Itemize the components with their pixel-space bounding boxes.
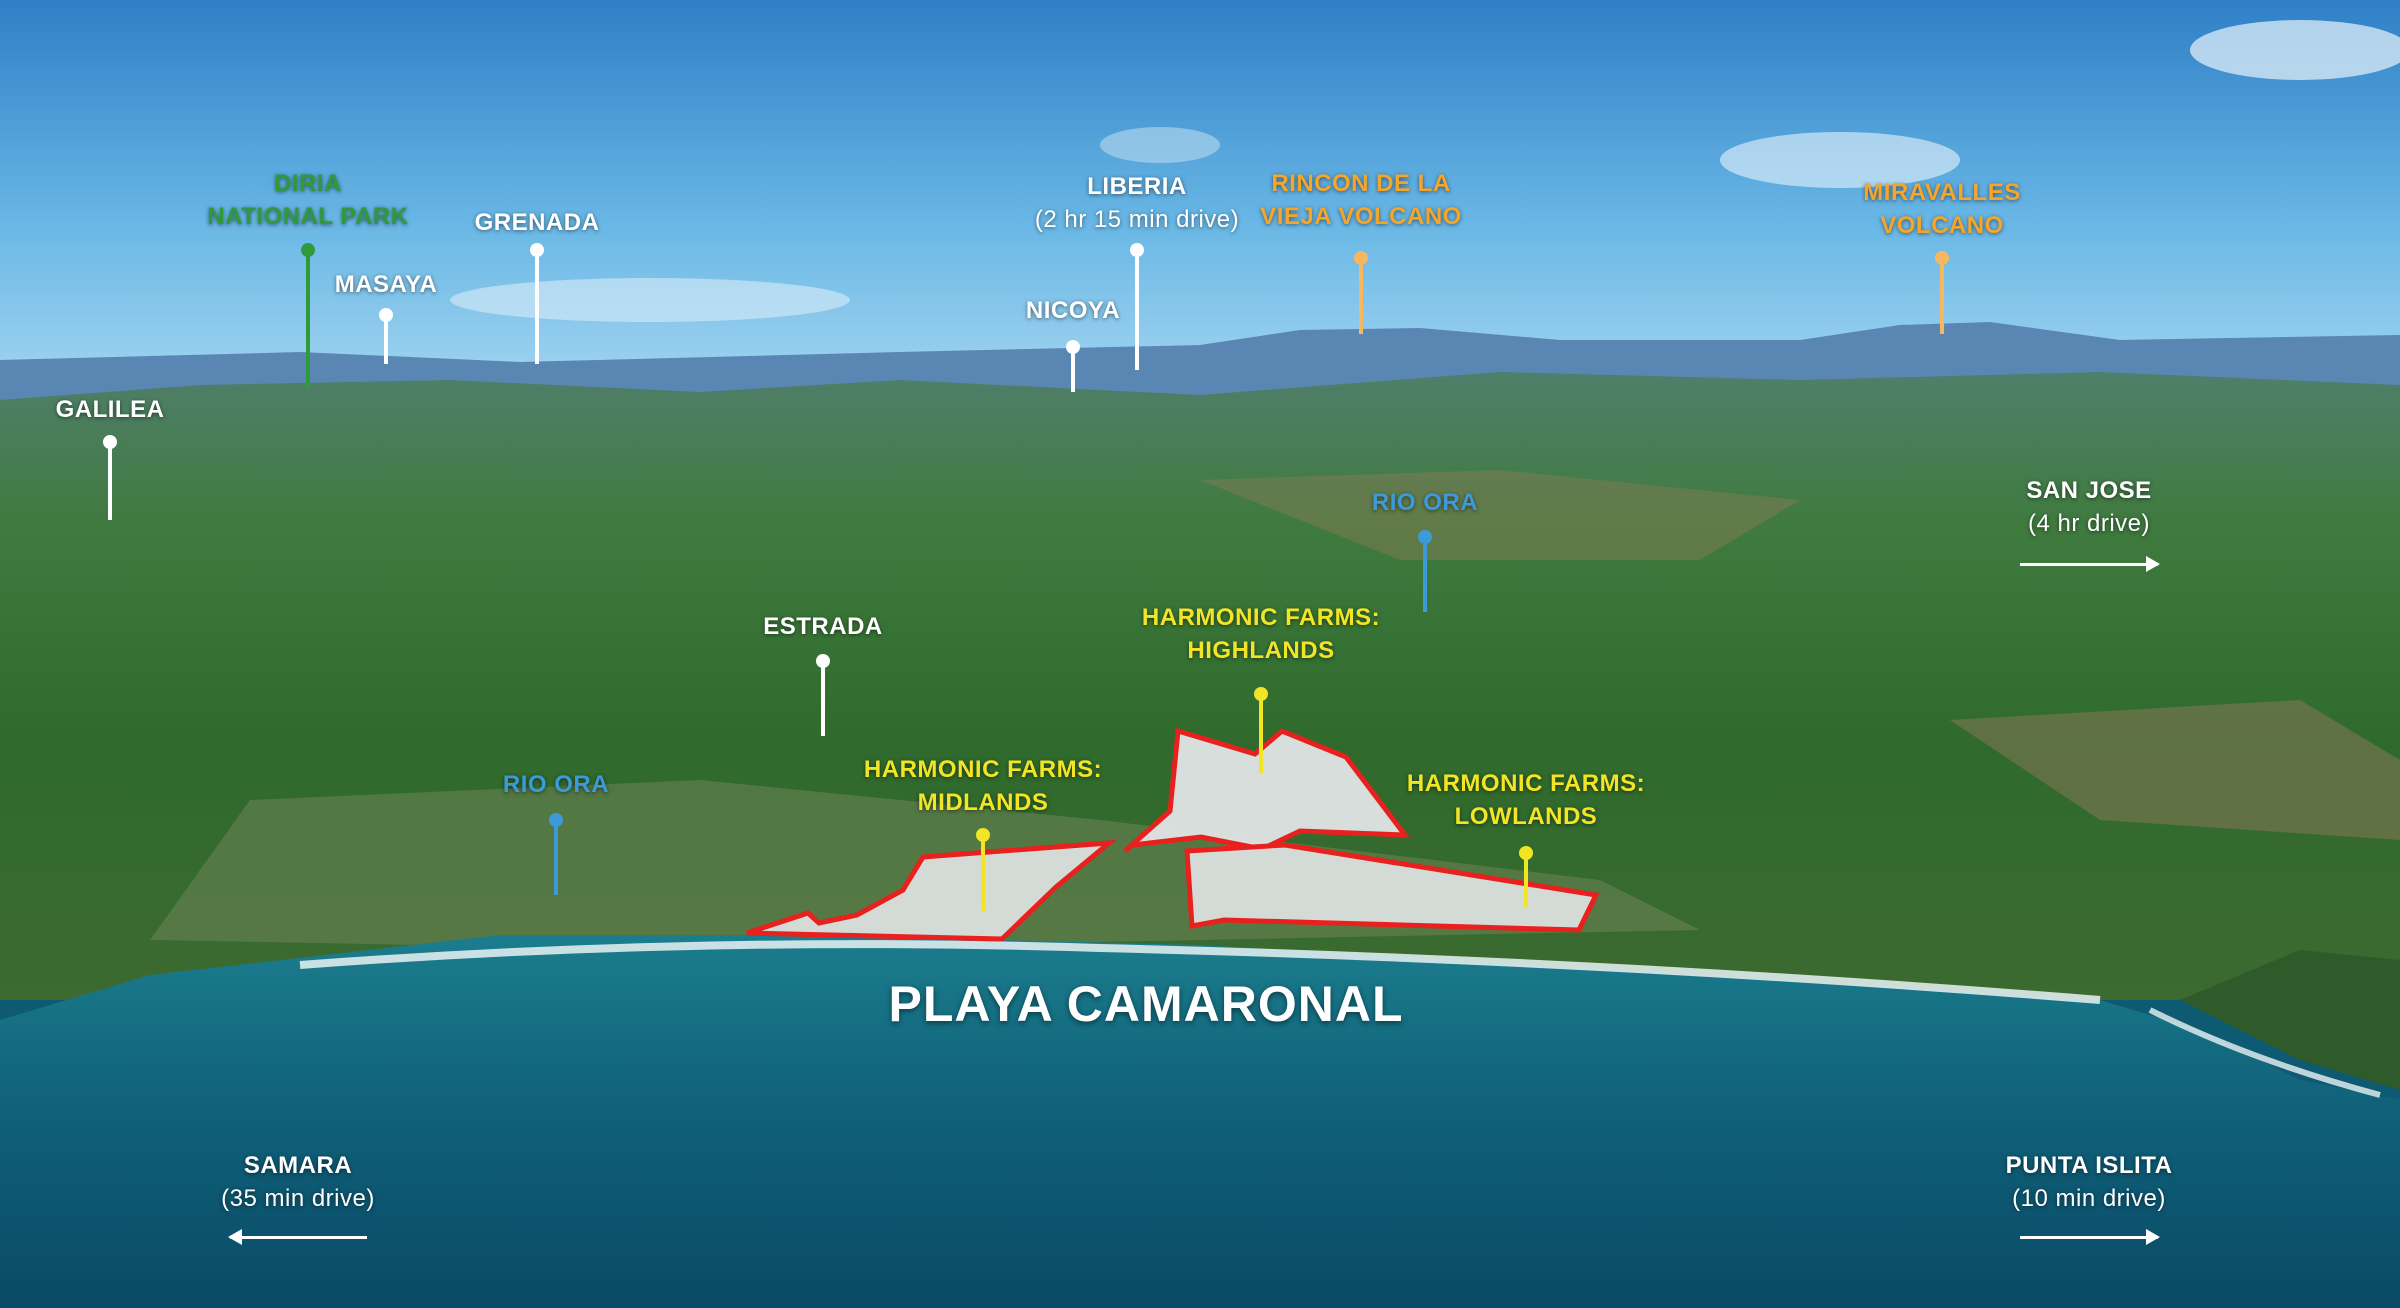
label-line: GRENADA (474, 209, 600, 236)
label-line: NATIONAL PARK (207, 203, 409, 230)
label-line: GALILEA (55, 396, 165, 423)
label-san-jose: SAN JOSE (4 hr drive) (2026, 474, 2151, 540)
label-line: VOLCANO (1880, 212, 2004, 239)
surf (299, 940, 2101, 1004)
pin-rincon (1354, 251, 1368, 334)
pin-grenada (530, 243, 544, 364)
parcel-lowlands (1184, 842, 1600, 933)
label-line: HARMONIC FARMS: (1141, 604, 1381, 631)
label-line: RIO ORA (502, 771, 610, 798)
label-line: MASAYA (334, 271, 438, 298)
label-rio-ora-lower: RIO ORA (503, 768, 609, 801)
headland (2180, 950, 2400, 1090)
label-line: MIRAVALLES (1863, 179, 2021, 206)
label-line: ESTRADA (763, 613, 883, 640)
label-line: DIRIA (274, 170, 342, 197)
label-line: (35 min drive) (221, 1185, 375, 1212)
arrow-right-icon (2020, 1229, 2160, 1245)
pin-masaya (379, 308, 393, 364)
label-line: NICOYA (1025, 297, 1121, 324)
surf (2148, 1007, 2381, 1098)
label-line: HIGHLANDS (1187, 637, 1335, 664)
arrow-right-icon (2020, 556, 2160, 572)
label-harmonic-farms-highlands: HARMONIC FARMS: HIGHLANDS (1142, 601, 1380, 667)
brown-slopes (1950, 700, 2400, 840)
parcel-highlands (1123, 727, 1411, 853)
label-diria-national-park: DIRIA NATIONAL PARK (207, 167, 408, 233)
label-rio-ora-upper: RIO ORA (1372, 486, 1478, 519)
label-line: (4 hr drive) (2027, 510, 2151, 537)
pin-nicoya (1066, 340, 1080, 392)
label-line: SAMARA (243, 1152, 353, 1179)
label-masaya: MASAYA (335, 268, 438, 301)
pin-galilea (103, 435, 117, 520)
label-line: LIBERIA (1087, 173, 1187, 200)
pin-midlands (976, 828, 990, 911)
cloud (1100, 127, 1220, 163)
cloud (1720, 132, 1960, 188)
parcel-midlands (746, 839, 1117, 942)
label-liberia: LIBERIA (2 hr 15 min drive) (1035, 170, 1239, 236)
hills (0, 372, 2400, 1000)
label-line: VIEJA VOLCANO (1260, 203, 1462, 230)
label-line: (2 hr 15 min drive) (1034, 206, 1240, 233)
pin-rio-ora-lower (549, 813, 563, 895)
label-line: LOWLANDS (1454, 803, 1598, 830)
label-nicoya: NICOYA (1026, 294, 1120, 327)
pin-miravalles (1935, 251, 1949, 334)
label-estrada: ESTRADA (763, 610, 883, 643)
label-grenada: GRENADA (475, 206, 600, 239)
pin-lowlands (1519, 846, 1533, 908)
cloud (2190, 20, 2400, 80)
label-line: RIO ORA (1371, 489, 1479, 516)
pin-rio-ora-upper (1418, 530, 1432, 612)
sky (0, 0, 2400, 380)
label-rincon-de-la-vieja-volcano: RINCON DE LA VIEJA VOLCANO (1260, 167, 1462, 233)
label-miravalles-volcano: MIRAVALLES VOLCANO (1863, 176, 2020, 242)
label-line: HARMONIC FARMS: (1406, 770, 1646, 797)
label-samara: SAMARA (35 min drive) (221, 1149, 375, 1215)
pin-estrada (816, 654, 830, 736)
label-line: (10 min drive) (2012, 1185, 2166, 1212)
pin-liberia (1130, 243, 1144, 370)
pin-diria (301, 243, 315, 390)
label-line: PUNTA ISLITA (2005, 1152, 2173, 1179)
beach-title: PLAYA CAMARONAL (888, 976, 1404, 1032)
arrow-left-icon (228, 1229, 367, 1245)
label-punta-islita: PUNTA ISLITA (10 min drive) (2006, 1149, 2173, 1215)
label-harmonic-farms-lowlands: HARMONIC FARMS: LOWLANDS (1407, 767, 1645, 833)
label-line: MIDLANDS (917, 789, 1049, 816)
cloud (450, 278, 850, 322)
label-galilea: GALILEA (56, 393, 165, 426)
brown-slopes (1200, 470, 1800, 560)
label-line: RINCON DE LA (1271, 170, 1451, 197)
ocean (0, 935, 2400, 1308)
pin-highlands (1254, 687, 1268, 773)
label-line: SAN JOSE (2026, 477, 2152, 504)
label-line: HARMONIC FARMS: (863, 756, 1103, 783)
label-harmonic-farms-midlands: HARMONIC FARMS: MIDLANDS (864, 753, 1102, 819)
